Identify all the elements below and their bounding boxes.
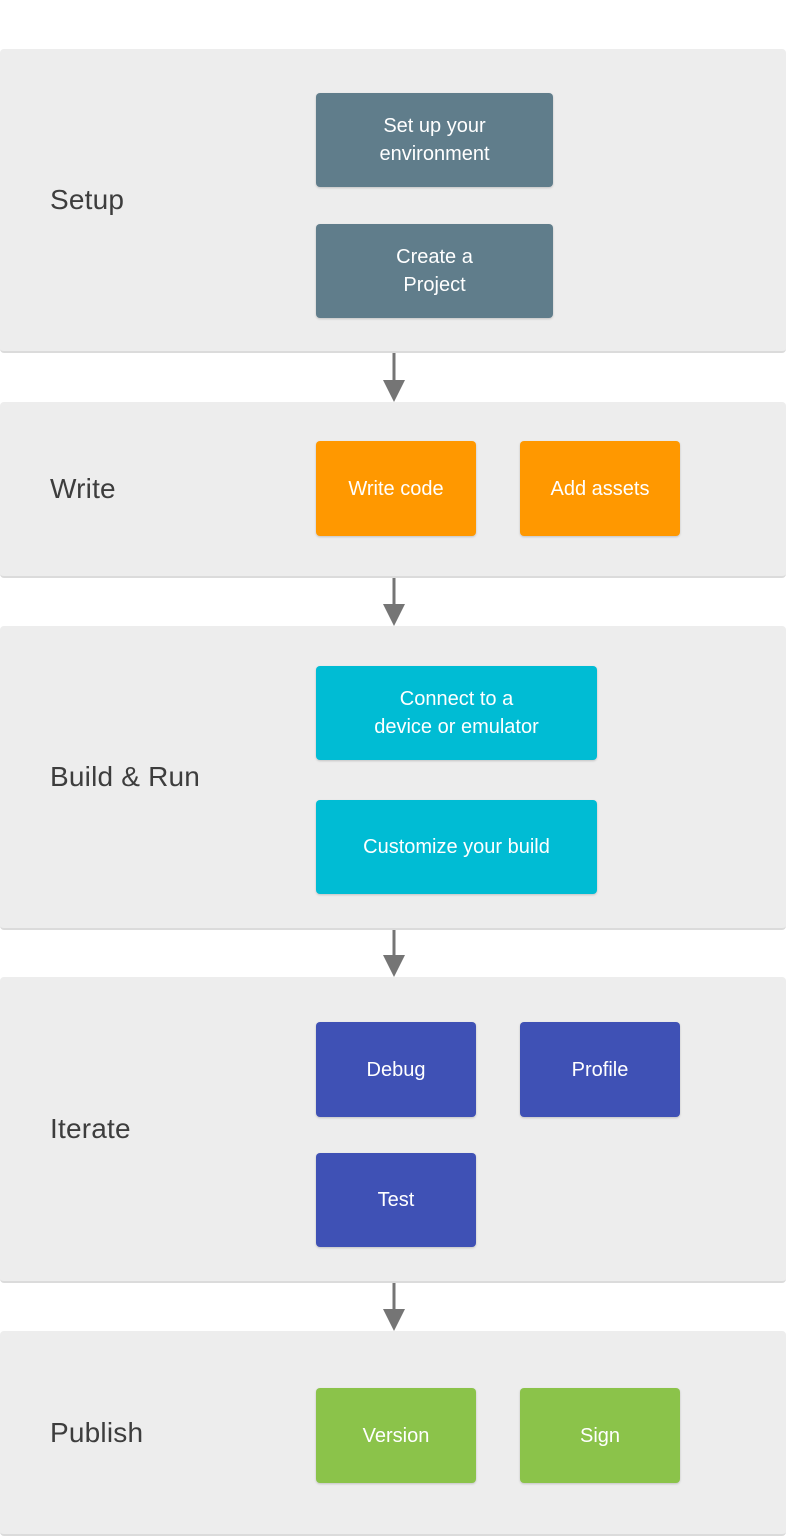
setup-section-panel: Setup Set up your environment Create a P… bbox=[0, 49, 786, 353]
test-button[interactable]: Test bbox=[316, 1153, 476, 1247]
publish-section-panel: Publish Version Sign bbox=[0, 1331, 786, 1536]
version-button[interactable]: Version bbox=[316, 1388, 476, 1483]
connect-device-emulator-button[interactable]: Connect to a device or emulator bbox=[316, 666, 597, 760]
iterate-section-label: Iterate bbox=[50, 1113, 131, 1144]
set-up-environment-button[interactable]: Set up your environment bbox=[316, 93, 553, 187]
create-project-button[interactable]: Create a Project bbox=[316, 224, 553, 318]
build-run-section-panel: Build & Run Connect to a device or emula… bbox=[0, 626, 786, 930]
down-arrow-icon bbox=[381, 1283, 407, 1331]
write-code-button[interactable]: Write code bbox=[316, 441, 476, 536]
setup-section-label: Setup bbox=[50, 184, 125, 215]
iterate-section-panel: Iterate Debug Profile Test bbox=[0, 977, 786, 1283]
write-section-panel: Write Write code Add assets bbox=[0, 402, 786, 578]
publish-section-label: Publish bbox=[50, 1416, 144, 1448]
build-run-section-label: Build & Run bbox=[50, 761, 201, 792]
add-assets-button[interactable]: Add assets bbox=[520, 441, 680, 536]
write-section-label: Write bbox=[50, 473, 116, 504]
profile-button[interactable]: Profile bbox=[520, 1022, 680, 1117]
down-arrow-icon bbox=[381, 578, 407, 626]
sign-button[interactable]: Sign bbox=[520, 1388, 680, 1483]
down-arrow-icon bbox=[381, 353, 407, 402]
down-arrow-icon bbox=[381, 930, 407, 977]
customize-build-button[interactable]: Customize your build bbox=[316, 800, 597, 894]
debug-button[interactable]: Debug bbox=[316, 1022, 476, 1117]
